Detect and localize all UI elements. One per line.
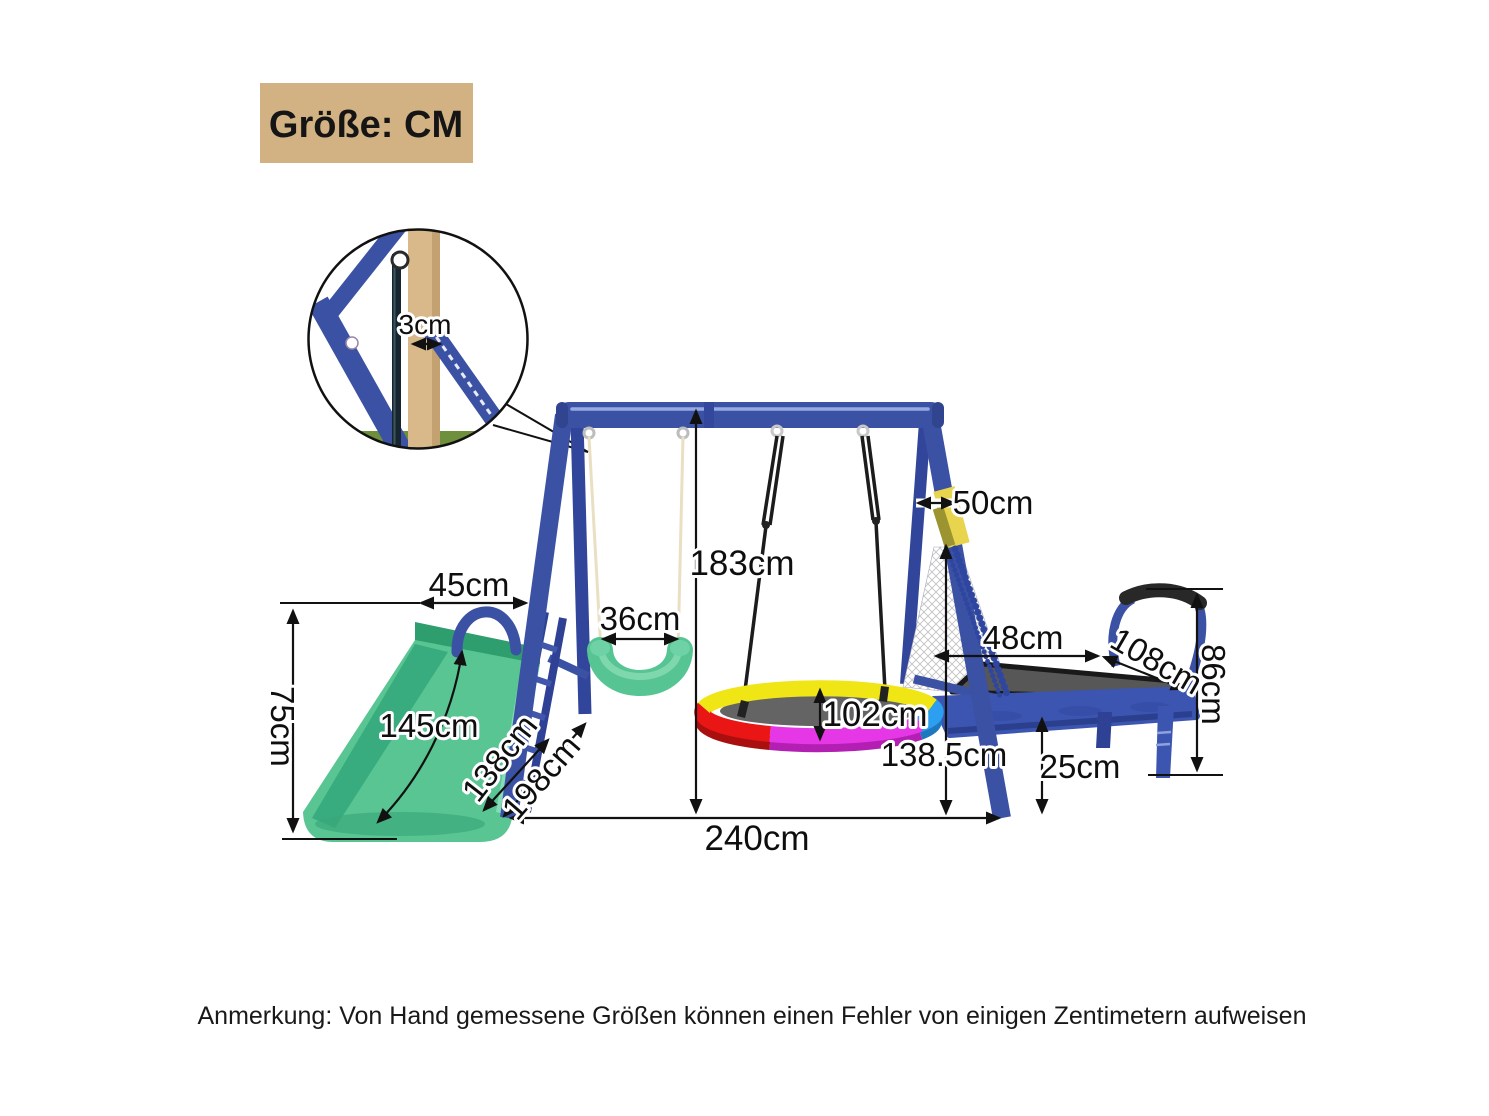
badge-background (260, 83, 473, 163)
dim-3cm-label: 3cm (399, 309, 452, 340)
nest-rope (768, 435, 785, 526)
frame-tube-left (309, 296, 412, 448)
dim-145cm-curve (376, 649, 467, 824)
detail-circle-outline (307, 228, 529, 450)
rope-clip-icon (872, 517, 880, 525)
nest-ring-magenta (769, 716, 923, 745)
rail-molding (1058, 706, 1102, 716)
beam-endcap-left (556, 402, 568, 428)
dim-138-5cm-label: 138.5cm (881, 736, 1008, 773)
nest-hanger-ring (770, 424, 784, 438)
dimension-annotations (280, 337, 1223, 840)
dim-145cm-label: 145cm (379, 707, 478, 744)
trampoline-leg-left (1096, 712, 1112, 748)
dim-75cm-label: 75cm (264, 686, 301, 767)
dim-198cm-line (502, 722, 587, 818)
nest-rope (860, 435, 875, 521)
beam-tube (556, 402, 944, 428)
ladder-rung (538, 641, 558, 653)
leg-ring (1155, 742, 1171, 747)
dim-25cm-label: 25cm (1040, 748, 1121, 785)
frame-tube-upper (319, 230, 409, 324)
bolt-icon (345, 336, 359, 350)
nest-rope (761, 435, 779, 526)
carabiner-icon (879, 686, 889, 702)
top-beam (556, 402, 944, 428)
dim-183cm-label: 183cm (689, 544, 794, 583)
left-rear-leg (570, 419, 592, 715)
leg-pad-shade (932, 506, 956, 548)
dim-36cm-label: 36cm (600, 600, 681, 637)
nest-rope (874, 521, 887, 691)
right-front-leg (921, 414, 1011, 820)
dim-240cm-label: 240cm (704, 819, 809, 858)
swing-hanger-ring (582, 426, 596, 440)
hook-icon (390, 250, 410, 270)
seat-rim-left (590, 640, 610, 656)
swing-hanger-ring (676, 426, 690, 440)
swing-rope (587, 436, 603, 653)
nest-hanger-ring (856, 424, 870, 438)
dim-45cm-label: 45cm (429, 566, 510, 603)
dim-50cm-label: 50cm (953, 484, 1034, 521)
trampoline-leg-right (1156, 706, 1174, 778)
swing-seat-highlight (597, 647, 683, 680)
nest-rope (741, 525, 768, 707)
carabiner-icon (737, 700, 749, 718)
nest-ring-shadow (769, 726, 923, 753)
beam-endcap-right (932, 402, 944, 428)
leg-ring (1156, 730, 1172, 735)
dim-48cm-label: 48cm (983, 619, 1064, 656)
slide-handle (451, 606, 522, 658)
dim-86cm-label: 86cm (1195, 644, 1232, 725)
rope-clip-icon (762, 521, 770, 529)
net-edge-beads (951, 545, 1011, 698)
dim-108cm-line (1101, 655, 1187, 691)
swing-rope (676, 436, 685, 653)
slide-foot-shadow (315, 812, 485, 836)
slide-top-wall (415, 622, 540, 666)
nest-rope (866, 435, 881, 521)
right-rear-leg (900, 421, 931, 685)
seat-rim-right (670, 640, 690, 656)
swing-pole (392, 254, 401, 448)
beam-joint (704, 402, 714, 428)
bucket-swing (582, 426, 693, 696)
handlebar-grip (1119, 583, 1207, 610)
dim-102cm-label: 102cm (822, 695, 927, 734)
measurement-note: Anmerkung: Von Hand gemessene Größen kön… (197, 1002, 1306, 1030)
net-edge-beads (945, 548, 1003, 699)
nest-ring-blue (917, 699, 944, 732)
size-unit-badge: Größe: CM (260, 83, 473, 163)
badge-label: Größe: CM (269, 104, 463, 146)
